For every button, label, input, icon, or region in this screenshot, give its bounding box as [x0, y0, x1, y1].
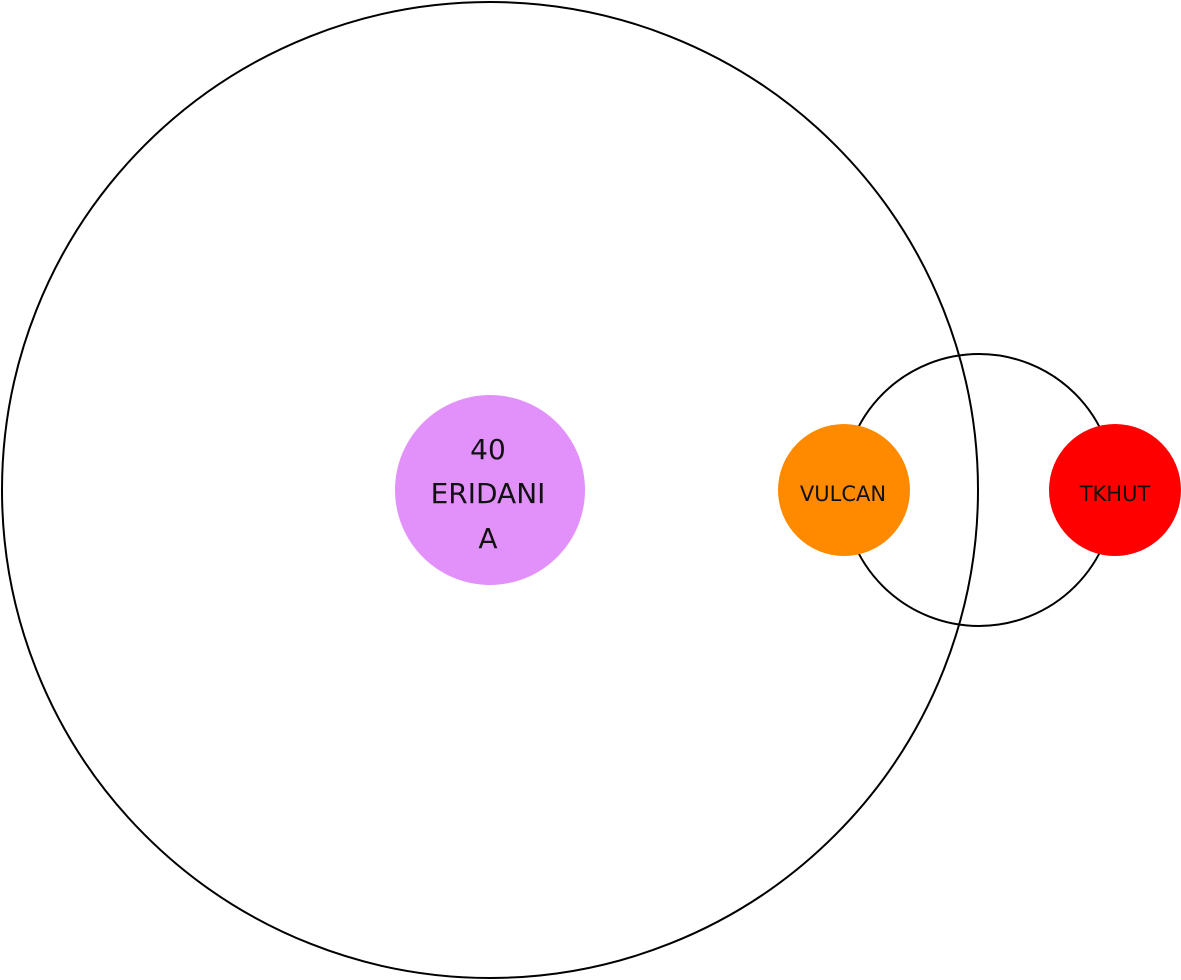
tkhut-label: TKHUT	[1079, 482, 1151, 506]
star-orbit	[1, 1, 979, 979]
star-label-line-3: A	[478, 522, 497, 555]
star-label-line-1: 40	[470, 433, 506, 466]
planet-tkhut: TKHUT	[1049, 424, 1181, 556]
planet-vulcan: VULCAN	[778, 424, 910, 556]
star-40-eridani-a: 40 ERIDANI A	[395, 395, 585, 585]
star-disc	[395, 395, 585, 585]
vulcan-disc	[778, 424, 910, 556]
vulcan-label: VULCAN	[800, 482, 886, 506]
tkhut-disc	[1049, 424, 1181, 556]
star-label-line-2: ERIDANI	[431, 477, 546, 510]
